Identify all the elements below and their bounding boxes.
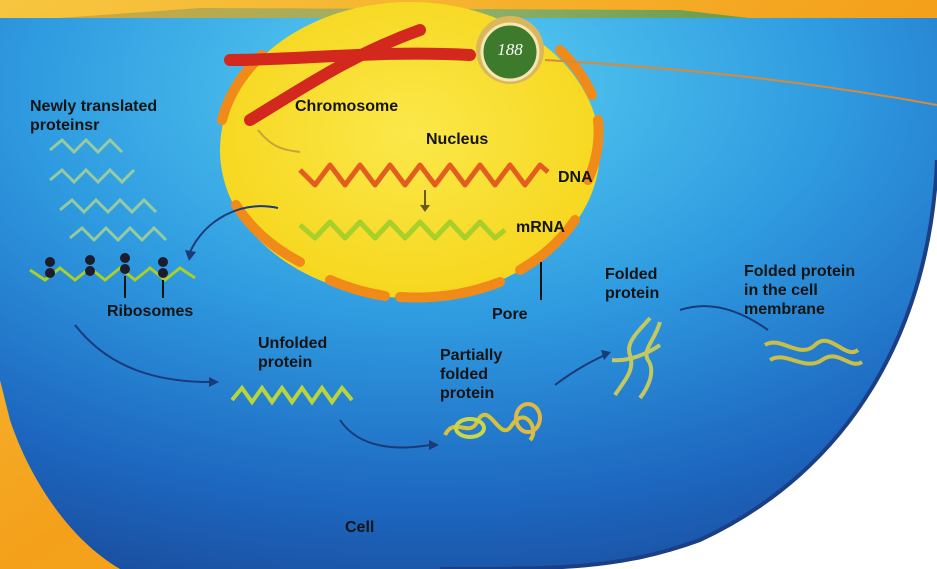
label-ribosomes: Ribosomes — [107, 302, 193, 321]
label-dna: DNA — [558, 168, 593, 187]
label-pore: Pore — [492, 305, 528, 324]
label-folded-protein: Folded protein — [605, 265, 659, 303]
label-chromosome: Chromosome — [295, 97, 398, 116]
label-cell: Cell — [345, 518, 374, 537]
page-number: 188 — [481, 40, 539, 60]
label-newly-translated-proteins: Newly translated proteinsr — [30, 97, 157, 135]
label-nucleus: Nucleus — [426, 130, 488, 149]
label-mrna: mRNA — [516, 218, 565, 237]
label-folded-protein-membrane: Folded protein in the cell membrane — [744, 262, 855, 319]
label-unfolded-protein: Unfolded protein — [258, 334, 327, 372]
label-partially-folded-protein: Partially folded protein — [440, 346, 502, 403]
